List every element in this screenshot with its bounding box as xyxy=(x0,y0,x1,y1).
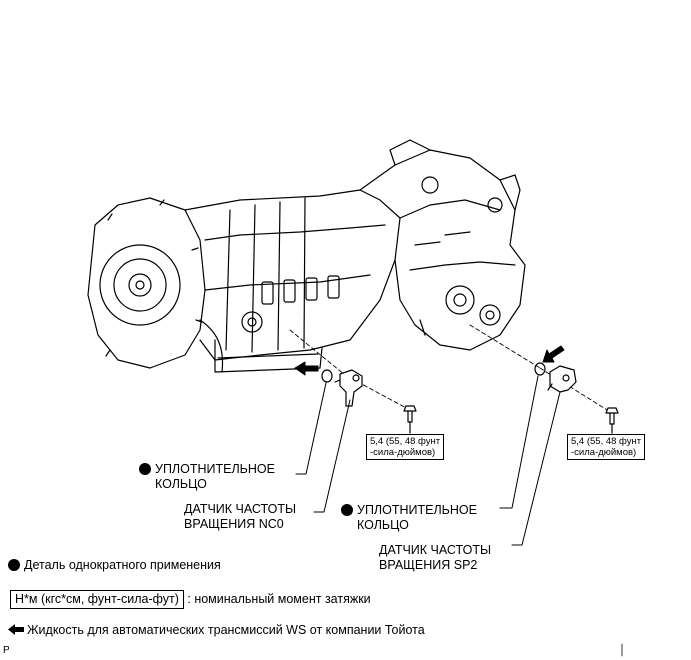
o-ring-icon xyxy=(534,362,546,376)
legend-torque: Н*м (кгс*см, фунт-сила-фут) : номинальны… xyxy=(10,590,371,609)
fluid-arrow-icon xyxy=(294,361,319,376)
o-ring-2-line1: УПЛОТНИТЕЛЬНОЕ xyxy=(357,503,477,517)
o-ring-icon xyxy=(321,369,333,383)
legend-non-reusable-text: Деталь однократного применения xyxy=(24,558,221,572)
torque-box-left: 5,4 (55, 48 фунт -сила-дюймов) xyxy=(366,434,445,460)
bolt-icon xyxy=(605,407,619,425)
callout-o-ring-1: УПЛОТНИТЕЛЬНОЕ КОЛЬЦО xyxy=(139,462,275,492)
torque-box-right: 5,4 (55, 48 фунт -сила-дюймов) xyxy=(567,434,646,460)
callout-sensor-nc0: ДАТЧИК ЧАСТОТЫ ВРАЩЕНИЯ NC0 xyxy=(184,502,296,532)
speed-sensor-nc0-icon xyxy=(334,369,363,407)
fluid-arrow-icon xyxy=(542,345,565,363)
transmission-illustration xyxy=(87,139,526,373)
black-dot-icon xyxy=(341,504,353,516)
o-ring-1-line1: УПЛОТНИТЕЛЬНОЕ xyxy=(155,462,275,476)
torque-right-line1: 5,4 (55, 48 фунт xyxy=(571,436,642,447)
callout-sensor-sp2: ДАТЧИК ЧАСТОТЫ ВРАЩЕНИЯ SP2 xyxy=(379,543,491,573)
legend-torque-desc: : номинальный момент затяжки xyxy=(187,592,371,606)
callout-o-ring-2: УПЛОТНИТЕЛЬНОЕ КОЛЬЦО xyxy=(341,503,477,533)
sensor-sp2-line1: ДАТЧИК ЧАСТОТЫ xyxy=(379,543,492,557)
sensor-nc0-line1: ДАТЧИК ЧАСТОТЫ xyxy=(184,502,297,516)
o-ring-1-line2: КОЛЬЦО xyxy=(155,477,207,491)
black-dot-icon xyxy=(8,559,20,571)
legend-fluid-text: Жидкость для автоматических трансмиссий … xyxy=(27,623,425,637)
torque-left-line1: 5,4 (55, 48 фунт xyxy=(370,436,441,447)
speed-sensor-sp2-icon xyxy=(547,365,577,393)
footer-mark: P xyxy=(3,645,10,656)
legend-torque-unit: Н*м (кгс*см, фунт-сила-фут) xyxy=(10,590,184,609)
fluid-arrow-icon xyxy=(8,624,24,635)
legend-fluid: Жидкость для автоматических трансмиссий … xyxy=(8,623,425,638)
torque-left-line2: -сила-дюймов) xyxy=(370,447,436,458)
legend-non-reusable: Деталь однократного применения xyxy=(8,558,221,573)
sensor-sp2-line2: ВРАЩЕНИЯ SP2 xyxy=(379,558,478,572)
torque-right-line2: -сила-дюймов) xyxy=(571,447,637,458)
o-ring-2-line2: КОЛЬЦО xyxy=(357,518,409,532)
black-dot-icon xyxy=(139,463,151,475)
bolt-icon xyxy=(403,405,417,423)
sensor-nc0-line2: ВРАЩЕНИЯ NC0 xyxy=(184,517,284,531)
